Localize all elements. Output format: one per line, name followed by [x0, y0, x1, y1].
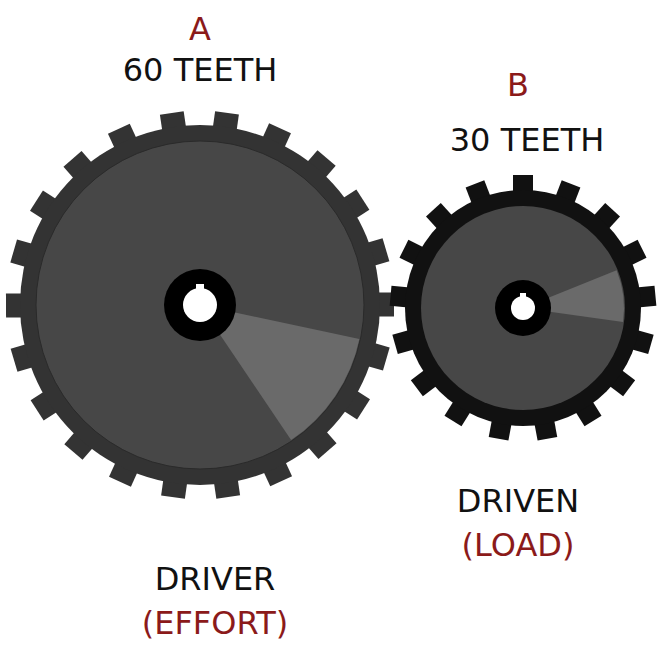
gear-teeth [6, 111, 394, 499]
gear-role-note: (EFFORT) [142, 606, 289, 641]
gear-role-note: (LOAD) [462, 528, 575, 563]
teeth-count: 60 TEETH [123, 53, 277, 88]
shaft-hole [183, 288, 217, 322]
gear-disc [421, 206, 625, 410]
gear-role: DRIVEN [457, 484, 579, 519]
keyway [196, 284, 204, 292]
gear-role: DRIVER [155, 562, 276, 597]
gear-body [20, 125, 380, 485]
gear-hub [164, 269, 236, 341]
teeth-count: 30 TEETH [450, 123, 604, 158]
driven-gear [390, 175, 657, 441]
gear-letter: B [507, 68, 529, 103]
gear-disc [36, 141, 364, 469]
driver-gear [6, 111, 394, 499]
gear-body [405, 190, 641, 426]
gear-teeth [390, 175, 657, 441]
gear-hub [495, 280, 551, 336]
keyway [520, 293, 526, 299]
gear-letter: A [189, 12, 211, 47]
shaft-hole [511, 296, 535, 320]
